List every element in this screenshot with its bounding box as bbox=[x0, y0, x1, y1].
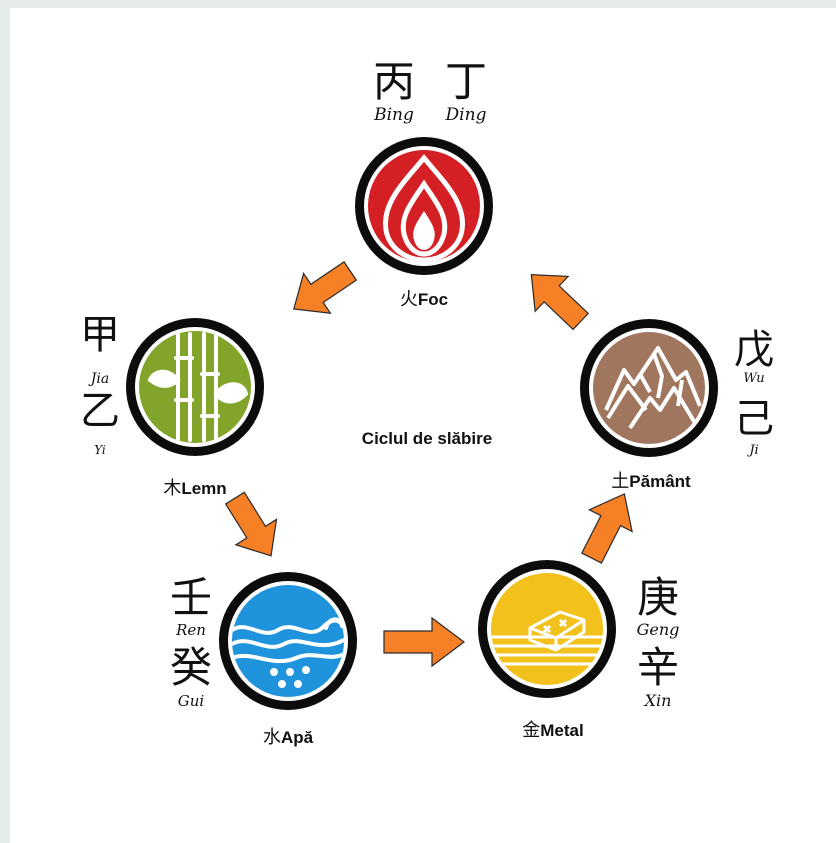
metal-label-character: 金 bbox=[522, 720, 540, 741]
earth-stem-ji-character: 己 bbox=[734, 396, 774, 442]
wood-label-character: 木 bbox=[163, 478, 181, 499]
element-metal: 庚 Geng 辛 Xin 金Metal bbox=[478, 560, 679, 741]
wood-stem-jia-pinyin: Jia bbox=[88, 371, 109, 387]
element-wood: 甲 Jia 乙 Yi 木Lemn bbox=[80, 312, 264, 499]
water-stem-gui-pinyin: Gui bbox=[178, 692, 205, 710]
water-emblem bbox=[219, 572, 357, 710]
earth-stem-ji-pinyin: Ji bbox=[746, 443, 758, 458]
water-label-character: 水 bbox=[263, 727, 281, 748]
arrow-wood-to-water bbox=[224, 491, 278, 557]
metal-emblem bbox=[478, 560, 616, 698]
water-stem-ren-pinyin: Ren bbox=[175, 621, 206, 639]
metal-stem-geng-pinyin: Geng bbox=[637, 620, 680, 639]
fire-stem-ding: 丁 Ding bbox=[445, 57, 487, 125]
fire-emblem bbox=[355, 137, 493, 275]
element-fire: 丙 Bing 丁 Ding 火Foc bbox=[355, 57, 493, 310]
earth-stem-wu: 戊 Wu bbox=[734, 327, 774, 386]
wood-stem-yi-character: 乙 bbox=[80, 388, 120, 434]
wave-icon bbox=[232, 617, 344, 688]
water-stem-gui: 癸 Gui bbox=[170, 643, 212, 710]
fire-label-name: Foc bbox=[418, 290, 448, 309]
wood-stem-yi: 乙 Yi bbox=[80, 388, 120, 457]
fire-stem-bing: 丙 Bing bbox=[373, 57, 415, 125]
metal-stem-geng-character: 庚 bbox=[637, 573, 679, 622]
five-elements-diagram: Ciclul de slăbire 丙 Bing 丁 Ding 火Foc 戊 bbox=[10, 8, 836, 843]
arrow-fire-to-wood bbox=[293, 261, 358, 314]
fire-label: 火Foc bbox=[400, 289, 448, 310]
metal-stem-xin-character: 辛 bbox=[637, 643, 679, 692]
wood-emblem bbox=[126, 318, 264, 456]
earth-label: 土Pământ bbox=[611, 471, 691, 492]
earth-stem-wu-pinyin: Wu bbox=[743, 371, 764, 386]
wood-stem-jia-character: 甲 bbox=[80, 312, 120, 358]
flame-icon bbox=[383, 154, 465, 262]
water-stem-gui-character: 癸 bbox=[170, 643, 212, 692]
diagram-title: Ciclul de slăbire bbox=[362, 429, 492, 448]
earth-label-name: Pământ bbox=[629, 472, 691, 491]
wood-stem-yi-pinyin: Yi bbox=[94, 443, 106, 457]
fire-stem-bing-pinyin: Bing bbox=[373, 105, 414, 125]
arrow-earth-to-fire bbox=[530, 273, 590, 331]
fire-stem-ding-pinyin: Ding bbox=[445, 105, 487, 125]
wood-stem-jia: 甲 Jia bbox=[80, 312, 120, 387]
wood-label-name: Lemn bbox=[181, 479, 226, 498]
water-label: 水Apă bbox=[263, 727, 314, 748]
water-stem-ren-character: 壬 bbox=[170, 573, 212, 622]
element-water: 壬 Ren 癸 Gui 水Apă bbox=[170, 572, 357, 748]
fire-stem-ding-character: 丁 bbox=[445, 57, 487, 106]
arrow-water-to-metal bbox=[383, 616, 465, 668]
metal-stem-xin-pinyin: Xin bbox=[643, 691, 672, 710]
diagram-canvas: Ciclul de slăbire 丙 Bing 丁 Ding 火Foc 戊 bbox=[80, 57, 774, 748]
metal-label: 金Metal bbox=[522, 720, 583, 741]
earth-stem-wu-character: 戊 bbox=[734, 327, 774, 373]
water-stem-ren: 壬 Ren bbox=[170, 573, 212, 639]
earth-emblem bbox=[580, 319, 718, 457]
bamboo-icon bbox=[147, 332, 249, 442]
metal-stem-geng: 庚 Geng bbox=[637, 573, 680, 639]
mountain-icon bbox=[604, 346, 702, 430]
ingot-icon bbox=[491, 610, 603, 666]
arrow-metal-to-earth bbox=[581, 493, 633, 564]
metal-stem-xin: 辛 Xin bbox=[637, 643, 679, 710]
fire-label-character: 火 bbox=[400, 289, 418, 310]
element-earth: 戊 Wu 己 Ji 土Pământ bbox=[580, 319, 774, 492]
wood-label: 木Lemn bbox=[163, 478, 226, 499]
earth-stem-ji: 己 Ji bbox=[734, 396, 774, 458]
metal-label-name: Metal bbox=[540, 721, 583, 740]
water-label-name: Apă bbox=[281, 728, 314, 747]
fire-stem-bing-character: 丙 bbox=[373, 57, 415, 106]
earth-label-character: 土 bbox=[611, 471, 629, 492]
